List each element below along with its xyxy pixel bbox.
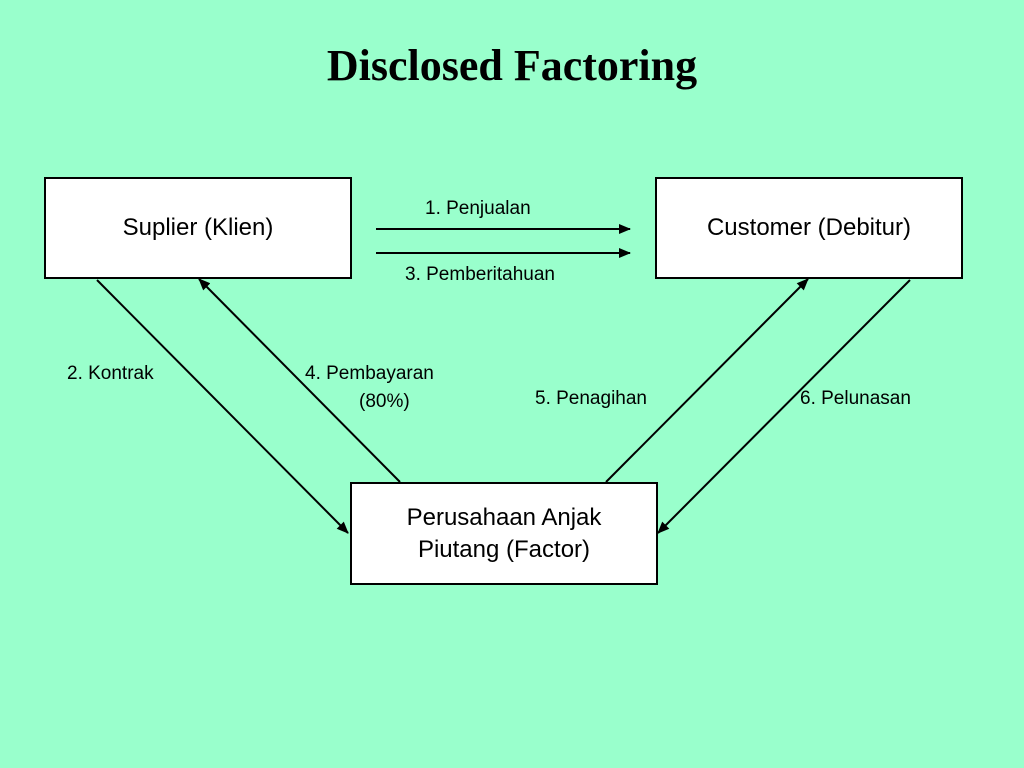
factor-node: Perusahaan Anjak Piutang (Factor) xyxy=(350,482,658,585)
arrow-pembayaran xyxy=(198,278,401,483)
label-penagihan: 5. Penagihan xyxy=(535,388,647,409)
customer-node: Customer (Debitur) xyxy=(655,177,963,279)
customer-label: Customer (Debitur) xyxy=(706,214,912,241)
supplier-label: Suplier (Klien) xyxy=(122,214,274,241)
label-pemberitahuan: 3. Pemberitahuan xyxy=(405,264,555,285)
supplier-node: Suplier (Klien) xyxy=(44,177,352,279)
arrow-penagihan xyxy=(605,278,809,483)
label-kontrak: 2. Kontrak xyxy=(67,363,154,384)
label-penjualan: 1. Penjualan xyxy=(425,198,531,219)
arrow-pelunasan xyxy=(657,279,911,534)
arrow-kontrak xyxy=(96,279,349,534)
label-pelunasan: 6. Pelunasan xyxy=(800,388,911,409)
label-pembayaran-percent: (80%) xyxy=(359,391,410,412)
label-pembayaran: 4. Pembayaran xyxy=(305,363,434,384)
factor-label-line2: Piutang (Factor) xyxy=(417,535,591,563)
factor-label-line1: Perusahaan Anjak xyxy=(406,503,602,531)
page-title: Disclosed Factoring xyxy=(326,41,698,90)
